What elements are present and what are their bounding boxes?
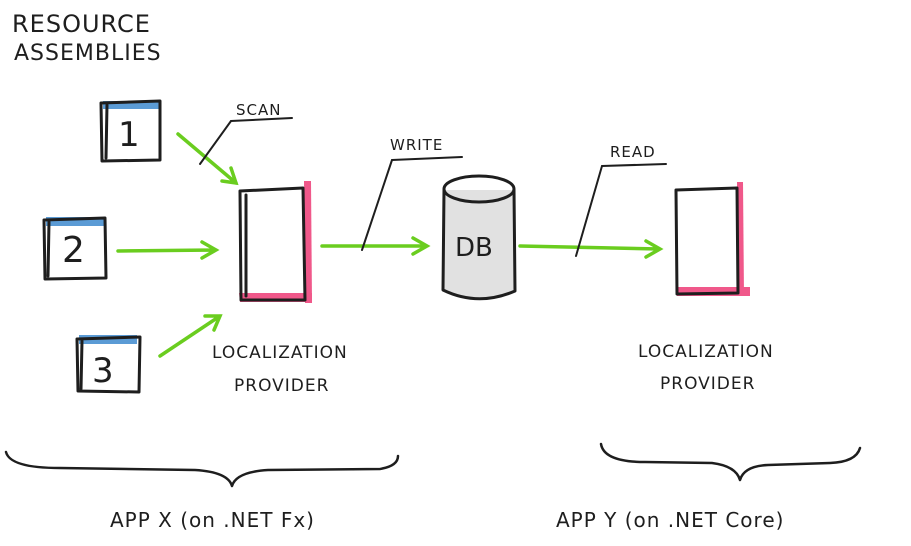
provider-y-line-1: LOCALIZATION	[638, 342, 774, 362]
assembly-card-3: 3	[75, 335, 142, 394]
arrow-assembly-2	[116, 240, 220, 260]
assembly-tab	[103, 101, 159, 109]
arrow-assembly-3	[158, 314, 223, 358]
scan-callout: SCAN	[199, 101, 293, 165]
heading-line-2: ASSEMBLIES	[14, 41, 162, 66]
read-connection: READ	[518, 143, 667, 259]
provider-x-line-1: LOCALIZATION	[212, 343, 348, 363]
resource-assemblies-heading: RESOURCE ASSEMBLIES	[12, 10, 162, 66]
app-x-label: APP X (on .NET Fx)	[110, 508, 315, 532]
arrow-assembly-1	[176, 132, 239, 186]
write-label: WRITE	[390, 136, 443, 154]
assembly-tab	[46, 217, 104, 226]
localization-provider-x: LOCALIZATION PROVIDER	[212, 181, 348, 396]
assembly-number-2: 2	[62, 230, 85, 271]
provider-y-line-2: PROVIDER	[660, 374, 755, 394]
app-x-brace	[4, 450, 400, 488]
arrow-read	[518, 239, 664, 259]
database-cylinder: DB	[441, 174, 517, 301]
write-connection: WRITE	[320, 136, 463, 256]
assembly-number-3: 3	[92, 351, 114, 391]
assembly-card-2: 2	[42, 216, 108, 281]
read-label: READ	[610, 143, 656, 161]
heading-line-1: RESOURCE	[12, 10, 151, 38]
localization-provider-y: LOCALIZATION PROVIDER	[638, 182, 774, 394]
arrow-write	[320, 236, 431, 256]
scan-arrows	[116, 132, 239, 358]
app-y-brace	[599, 442, 862, 482]
database-label: DB	[455, 233, 493, 263]
provider-x-line-2: PROVIDER	[234, 376, 329, 396]
assembly-number-1: 1	[118, 115, 140, 155]
scan-label: SCAN	[236, 101, 281, 119]
app-y-label: APP Y (on .NET Core)	[556, 508, 784, 532]
assembly-card-1: 1	[99, 99, 162, 163]
